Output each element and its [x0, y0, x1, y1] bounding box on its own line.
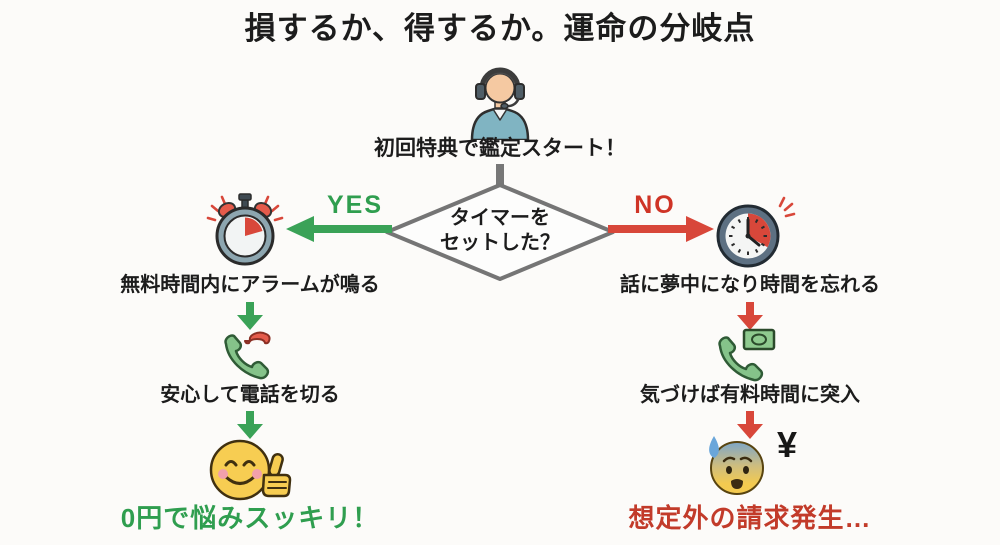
- down-arrow-red-1: [737, 302, 763, 330]
- connector-line: [496, 164, 504, 188]
- down-arrow-red-2: [737, 411, 763, 439]
- diamond-shape: [385, 183, 615, 281]
- down-arrow-green-2: [237, 411, 263, 439]
- no-label: NO: [634, 191, 676, 219]
- no-step-2: 気づけば有料時間に突入: [640, 384, 860, 406]
- anxious-sweat-face-icon: [709, 436, 764, 495]
- decision-line1: タイマーを: [450, 207, 550, 229]
- page-title: 損するか、得するか。運命の分岐点: [244, 11, 756, 46]
- phone-hangup-icon: [224, 331, 271, 380]
- decision-diamond: タイマーを セットした？: [383, 182, 617, 282]
- yen-symbol: ¥: [776, 424, 798, 465]
- yes-step-1: 無料時間内にアラームが鳴る: [120, 274, 380, 296]
- smiley-thumbs-up-icon: [209, 439, 292, 501]
- down-arrow-green-1: [237, 302, 263, 330]
- yes-label: YES: [326, 191, 384, 219]
- operator-headset-icon: [470, 67, 530, 140]
- no-step-1: 話に夢中になり時間を忘れる: [620, 274, 880, 296]
- no-result-text: 想定外の請求発生…: [628, 503, 872, 533]
- alarm-stopwatch-icon: [206, 193, 284, 266]
- yes-result-text: 0円で悩みスッキリ！: [120, 503, 380, 533]
- start-caption: 初回特典で鑑定スタート！: [374, 137, 626, 160]
- overtime-clock-icon: [716, 196, 796, 268]
- phone-money-icon: [718, 328, 776, 382]
- no-arrow-right: [608, 216, 714, 242]
- yes-step-2: 安心して電話を切る: [160, 384, 340, 406]
- yes-arrow-left: [286, 216, 392, 242]
- decision-line2: セットした？: [440, 232, 560, 254]
- decision-text: タイマーを セットした？: [383, 206, 617, 256]
